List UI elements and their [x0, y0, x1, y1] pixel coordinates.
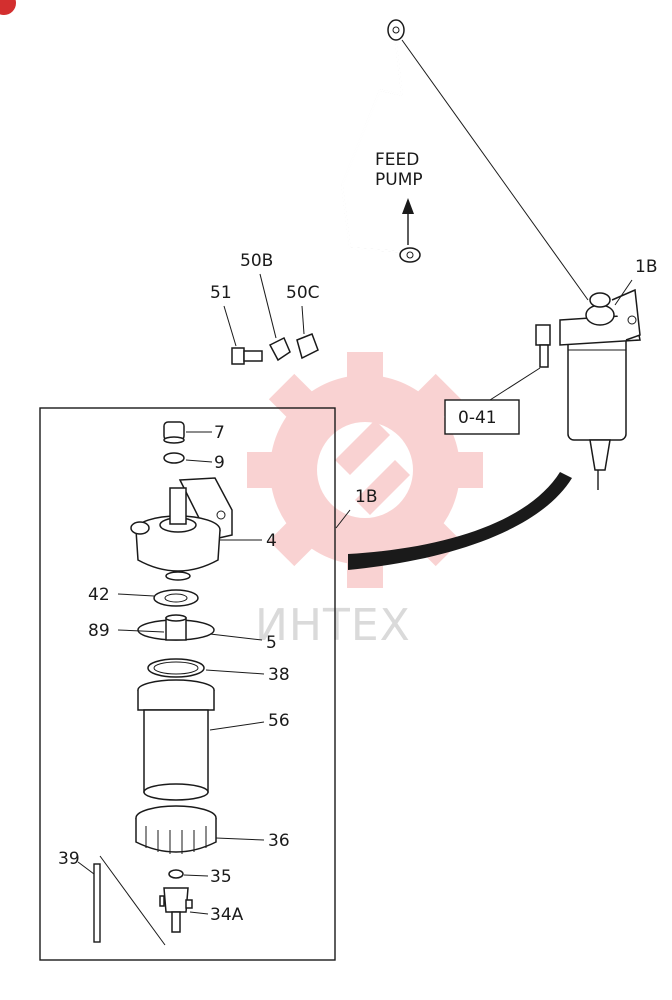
leader-56: [209, 721, 265, 731]
label-7: 7: [214, 423, 225, 443]
drain-hose-39: [93, 863, 101, 943]
leader-35: [183, 874, 209, 877]
clip-50c: [296, 333, 319, 360]
washer-9: [163, 452, 185, 464]
label-1b-inset: 1B: [355, 487, 377, 507]
corner-badge: [0, 0, 16, 15]
clip-50b: [268, 336, 291, 362]
leader-89: [117, 629, 165, 633]
leader-39: [77, 861, 95, 875]
ref-box-0-41: 0-41: [444, 399, 520, 435]
ref-box-text: 0-41: [458, 408, 497, 428]
o-ring-35: [168, 869, 184, 879]
label-42: 42: [88, 585, 110, 605]
drain-valve-34a: [159, 887, 193, 933]
leader-1b-inset: [335, 509, 351, 529]
label-50c: 50C: [286, 283, 320, 303]
bolt-51: [231, 347, 263, 365]
label-34a: 34A: [210, 905, 244, 925]
label-56: 56: [268, 711, 290, 731]
watermark-text: ИНТЕХ: [255, 600, 411, 651]
label-38: 38: [268, 665, 290, 685]
filter-bowl-56: [137, 679, 215, 801]
exploded-view-frame: [39, 407, 336, 961]
leader-50c: [301, 305, 305, 335]
leader-hose: [99, 855, 166, 946]
leader-34a: [189, 911, 209, 915]
label-51: 51: [210, 283, 232, 303]
feed-label-line1: FEED: [375, 150, 419, 170]
retaining-ring-36: [135, 805, 217, 854]
label-39: 39: [58, 849, 80, 869]
label-1b-top: 1B: [635, 257, 657, 277]
leader-36: [215, 837, 265, 841]
zoom-arrow: [348, 472, 572, 570]
filter-head-4: [130, 477, 233, 581]
label-50b: 50B: [240, 251, 273, 271]
leader-5: [209, 633, 263, 641]
fuel-pipe: [340, 19, 421, 263]
o-ring-38: [147, 658, 205, 678]
filter-assembly-top: [559, 288, 641, 490]
leader-50b: [259, 273, 277, 339]
gasket-42: [153, 589, 199, 607]
label-5: 5: [266, 633, 277, 653]
label-35: 35: [210, 867, 232, 887]
leader-1b-top: [614, 279, 633, 306]
element-top-89: [137, 614, 215, 641]
leader-42: [117, 593, 155, 597]
sensor-plug: [535, 324, 551, 368]
label-9: 9: [214, 453, 225, 473]
leader-0-41: [489, 367, 541, 401]
label-4: 4: [266, 531, 277, 551]
watermark-logo: [247, 352, 483, 588]
plug-7: [163, 421, 185, 444]
leader-38: [205, 669, 265, 675]
leader-pipe-filter: [401, 39, 589, 301]
leader-9: [185, 459, 213, 463]
leader-51: [223, 305, 237, 347]
feed-arrow: [402, 198, 414, 245]
feed-label-line2: PUMP: [375, 170, 423, 190]
label-36: 36: [268, 831, 290, 851]
label-89: 89: [88, 621, 110, 641]
